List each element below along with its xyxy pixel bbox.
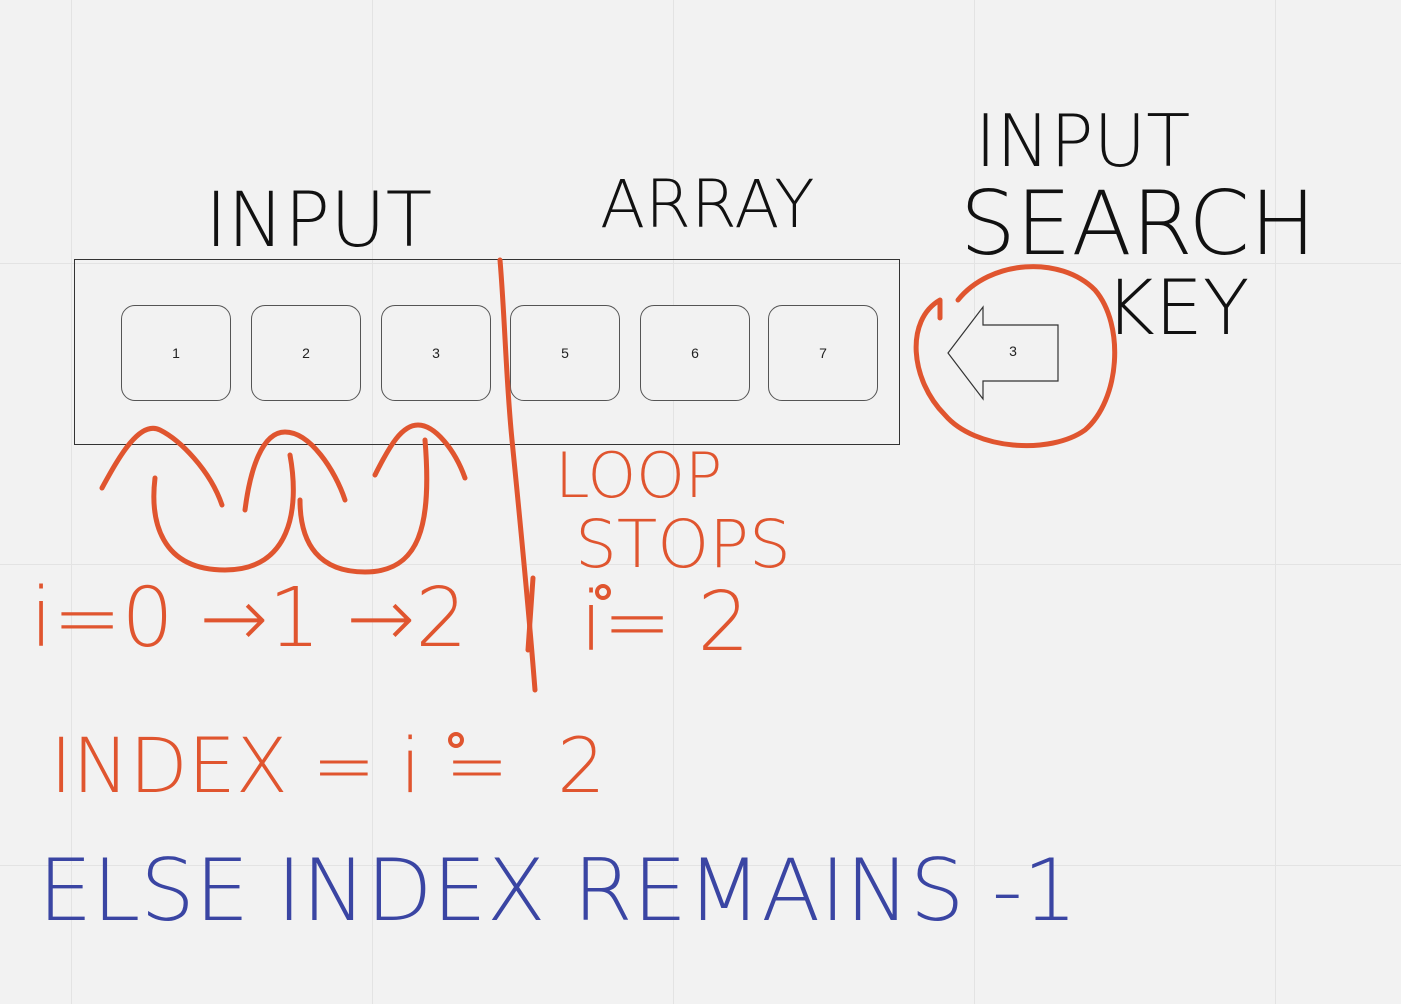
search-key-circle bbox=[913, 264, 1118, 449]
array-cell: 5 bbox=[510, 305, 620, 401]
search-key-value: 3 bbox=[1009, 343, 1017, 359]
loop-arrowhead bbox=[242, 429, 348, 513]
loop-stop-marker bbox=[525, 575, 536, 653]
iteration-sequence: i=0 →1 →2 bbox=[30, 571, 468, 666]
loop-stops-label-word1: LOOP bbox=[555, 439, 723, 512]
input-array-label-word2: ARRAY bbox=[600, 166, 815, 243]
array-cell: 3 bbox=[381, 305, 491, 401]
loop-arrowhead bbox=[99, 425, 225, 508]
array-cell: 7 bbox=[768, 305, 878, 401]
index-assignment: INDEX = i = 2 bbox=[50, 721, 606, 810]
loop-arc bbox=[151, 452, 296, 573]
loop-stops-label-word2: STOPS bbox=[575, 506, 791, 583]
search-key-label-word3: KEY bbox=[1105, 263, 1250, 352]
loop-arrowhead bbox=[372, 422, 468, 481]
input-array-frame bbox=[74, 259, 900, 445]
search-key-label-word2: SEARCH bbox=[960, 172, 1317, 275]
input-array-label-word1: INPUT bbox=[205, 175, 433, 264]
array-cell: 1 bbox=[121, 305, 231, 401]
array-cell: 6 bbox=[640, 305, 750, 401]
else-index-note: ELSE INDEX REMAINS -1 bbox=[38, 841, 1078, 941]
loop-stop-value: i= 2 bbox=[580, 575, 750, 670]
array-cell: 2 bbox=[251, 305, 361, 401]
loop-arc bbox=[297, 437, 430, 575]
search-key-label-word1: INPUT bbox=[975, 99, 1191, 183]
